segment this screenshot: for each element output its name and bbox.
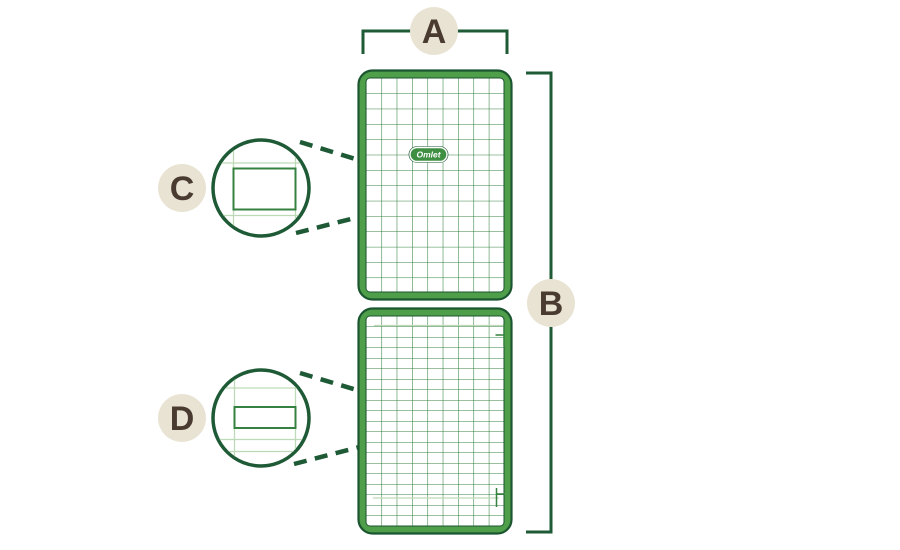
bottom-panel-latch-bottom: [495, 488, 505, 507]
detail-c-light-horizontals: [214, 162, 308, 217]
label-a-letter: A: [422, 13, 447, 51]
top-panel-mesh: [365, 77, 505, 293]
label-d-letter: D: [170, 400, 195, 438]
brand-logo-outline: [408, 146, 449, 163]
detail-d-mesh-cell: [233, 406, 297, 429]
detail-c-magnifier: [211, 138, 311, 238]
label-b-letter: B: [539, 285, 564, 323]
brand-logo: Omlet: [408, 146, 449, 163]
label-c-letter: C: [170, 170, 195, 208]
brand-logo-text: Omlet: [416, 150, 441, 160]
label-a: A: [410, 7, 458, 55]
label-c-badge: [158, 164, 206, 212]
label-c: C: [158, 164, 206, 212]
label-b: B: [527, 279, 575, 327]
detail-d-magnifier: [211, 368, 311, 468]
bottom-panel-mesh: [365, 315, 505, 527]
brand-logo-pill: [409, 146, 448, 163]
bottom-mesh-panel: [357, 307, 513, 535]
detail-d-light-horizontals: [214, 387, 308, 453]
bottom-panel-latch-top: [495, 324, 505, 346]
label-b-badge: [527, 279, 575, 327]
top-mesh-panel: Omlet: [357, 69, 513, 301]
detail-c-mesh-cell: [232, 167, 297, 211]
detail-d-circle: [211, 368, 311, 468]
label-d: D: [158, 394, 206, 442]
label-a-badge: [410, 7, 458, 55]
label-d-badge: [158, 394, 206, 442]
detail-c-circle: [211, 138, 311, 238]
